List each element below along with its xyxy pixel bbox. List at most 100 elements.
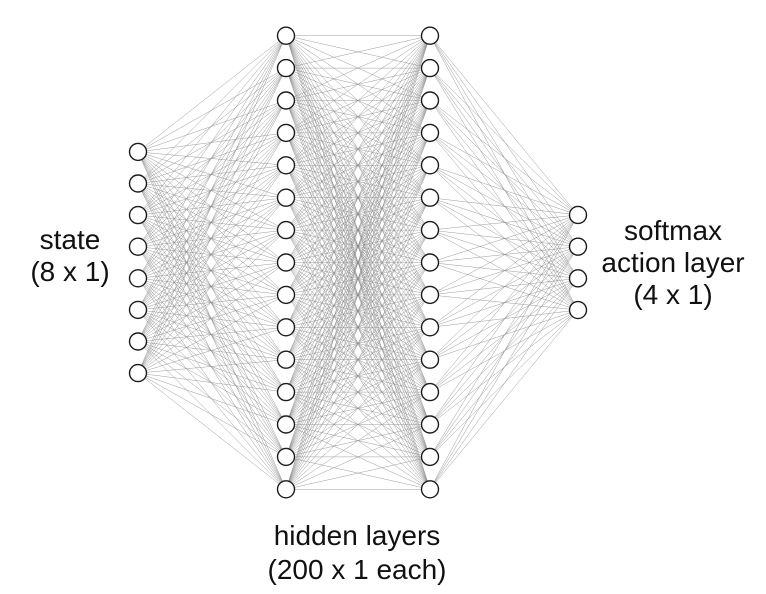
- edge-line: [285, 456, 431, 490]
- edge-line: [429, 229, 579, 247]
- input-layer-label: state (8 x 1): [30, 224, 109, 288]
- output-layer-label-line1: softmax: [623, 215, 723, 246]
- edge-line: [429, 214, 579, 490]
- edge-line: [137, 246, 287, 490]
- edge-line: [137, 151, 287, 166]
- hidden-layer-1-node: [276, 480, 296, 499]
- edge-line: [429, 262, 579, 279]
- edge-line: [137, 67, 287, 374]
- hidden-layer-2-node: [420, 253, 440, 272]
- edge-line: [137, 132, 287, 184]
- output-layer-node: [568, 237, 588, 256]
- edge-line: [137, 278, 287, 393]
- edge-line: [137, 197, 287, 247]
- hidden-layer-1-node: [276, 285, 296, 305]
- edge-line: [137, 35, 287, 247]
- edge-line: [429, 214, 579, 328]
- edge-line: [429, 197, 579, 311]
- edge-line: [285, 359, 431, 490]
- edge-line: [429, 214, 579, 425]
- edge-line: [137, 278, 287, 458]
- output-layer-label-line3: (4 x 1): [633, 279, 713, 310]
- output-layer-node: [568, 205, 588, 225]
- edge-line: [285, 132, 431, 490]
- output-layer-label-line2: action layer: [601, 247, 745, 278]
- edge-line: [137, 262, 287, 342]
- edge-line: [137, 341, 287, 458]
- edge-line: [137, 214, 287, 328]
- edge-line: [285, 35, 431, 198]
- input-layer-node: [128, 332, 148, 351]
- hidden-layers-label: hidden layers (200 x 1 each): [268, 519, 447, 587]
- edge-line: [137, 165, 287, 184]
- edge-line: [285, 327, 431, 490]
- edge-line: [137, 183, 287, 231]
- edge-line: [429, 229, 579, 279]
- edge-line: [137, 151, 287, 360]
- edge-line: [429, 132, 579, 247]
- edge-line: [285, 35, 431, 393]
- input-layer-node: [128, 300, 148, 320]
- edge-line: [137, 372, 287, 425]
- hidden-layers-label-line2: (200 x 1 each): [267, 554, 447, 585]
- edge-line: [285, 35, 431, 101]
- input-layer-node: [128, 142, 148, 162]
- edge-line: [285, 35, 431, 69]
- edge-line: [429, 214, 579, 393]
- edge-line: [137, 165, 287, 279]
- input-layer-node: [128, 174, 148, 193]
- edge-line: [137, 197, 287, 311]
- edge-line: [137, 278, 287, 490]
- output-layer-node: [568, 300, 588, 320]
- edge-line: [137, 309, 287, 425]
- edge-line: [137, 294, 287, 374]
- edge-line: [285, 165, 431, 490]
- edge-line: [137, 294, 287, 342]
- edge-line: [137, 214, 287, 296]
- output-layer-label: softmax action layer (4 x 1): [601, 215, 744, 311]
- edge-line: [137, 327, 287, 342]
- edge-line: [137, 214, 287, 231]
- edge-line: [429, 35, 579, 216]
- input-layer-node: [128, 237, 148, 256]
- edge-line: [137, 229, 287, 247]
- edge-line: [137, 35, 287, 279]
- edge-line: [429, 132, 579, 279]
- hidden-layer-2-node: [420, 350, 440, 369]
- edge-line: [137, 35, 287, 374]
- edge-line: [429, 309, 579, 360]
- edge-line: [137, 151, 287, 296]
- edge-line: [137, 341, 287, 490]
- edge-line: [285, 424, 431, 490]
- hidden-layer-2-node: [420, 318, 440, 337]
- edge-line: [285, 35, 431, 457]
- edge-line: [137, 35, 287, 216]
- edge-line: [137, 151, 287, 263]
- edge-line: [137, 197, 287, 279]
- edge-line: [429, 214, 579, 296]
- edge-line: [285, 35, 431, 231]
- edge-line: [137, 246, 287, 458]
- edge-line: [429, 165, 579, 279]
- edge-line: [137, 294, 287, 311]
- hidden-layer-1-node: [276, 447, 296, 467]
- edge-line: [137, 214, 287, 425]
- edge-line: [137, 183, 287, 198]
- edge-line: [137, 67, 287, 153]
- edge-line: [137, 151, 287, 393]
- hidden-layer-1-node: [276, 415, 296, 434]
- edge-line: [137, 372, 287, 393]
- edge-line: [137, 262, 287, 374]
- edge-line: [429, 100, 579, 279]
- edge-line: [137, 151, 287, 198]
- edge-line: [137, 165, 287, 216]
- hidden-layer-1-node: [276, 91, 296, 110]
- edge-line: [429, 132, 579, 216]
- edge-line: [137, 229, 287, 342]
- edge-line: [137, 132, 287, 153]
- edge-line: [285, 68, 431, 490]
- edge-line: [285, 35, 431, 296]
- hidden-layer-2-node: [420, 123, 440, 143]
- edge-line: [285, 197, 431, 490]
